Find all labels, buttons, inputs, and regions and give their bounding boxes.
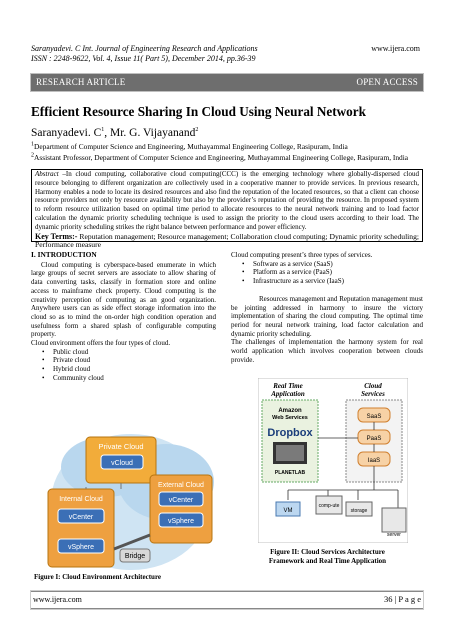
- running-header: Saranyadevi. C Int. Journal of Engineeri…: [31, 44, 258, 64]
- list-item: Software as a service (SaaS): [231, 260, 423, 269]
- paper-title: Efficient Resource Sharing In Cloud Usin…: [31, 104, 366, 119]
- cloud-types-intro: Cloud environment offers the four types …: [31, 339, 171, 348]
- real-time-label-line1: Real Time: [272, 382, 302, 390]
- list-item: Community cloud: [31, 374, 216, 383]
- left-column: I. INTRODUCTION Cloud computing is cyber…: [31, 250, 216, 383]
- abstract-text: –In cloud computing, collaborative cloud…: [35, 170, 419, 231]
- list-item: Platform as a service (PaaS): [231, 268, 423, 277]
- affiliation-2-mark: 2: [31, 152, 34, 159]
- vcenter-internal-label: vCenter: [69, 514, 94, 521]
- intro-paragraph: Cloud computing is cyberspace-based enum…: [31, 260, 216, 339]
- planetlab-logo: PLANETLAB: [275, 470, 306, 476]
- vm-label: VM: [284, 508, 293, 514]
- right-column: Cloud computing present’s three types of…: [231, 251, 423, 364]
- figure-1-caption: Figure I: Cloud Environment Architecture: [34, 573, 162, 581]
- affiliation-1-mark: 1: [31, 141, 34, 148]
- affiliations: 1Department of Computer Science and Engi…: [31, 142, 423, 163]
- figure-2-caption: Figure II: Cloud Services Architecture F…: [240, 548, 415, 566]
- paas-label: PaaS: [367, 436, 382, 442]
- vcenter-external-label: vCenter: [169, 497, 194, 504]
- figure-2-caption-line2: Framework and Real Time Application: [268, 557, 387, 565]
- dropbox-logo: Dropbox: [267, 427, 313, 439]
- internal-cloud-label: Internal Cloud: [59, 496, 103, 503]
- storage-label: storage: [351, 508, 368, 514]
- author-1-mark: 1: [101, 127, 105, 134]
- cloud-environment-figure: Private Cloud vCloud External Cloud vCen…: [47, 434, 214, 570]
- vcloud-label: vCloud: [111, 460, 133, 467]
- management-paragraph: Resources management and Reputation mana…: [231, 294, 423, 338]
- affiliation-2-text: Assistant Professor, Department of Compu…: [34, 152, 409, 162]
- cloud-services-label-line2: Services: [361, 390, 385, 398]
- key-terms-label: Key Terms:-: [35, 231, 78, 241]
- article-type-banner: RESEARCH ARTICLE OPEN ACCESS: [31, 74, 423, 91]
- journal-citation: Saranyadevi. C Int. Journal of Engineeri…: [31, 44, 258, 53]
- external-cloud-label: External Cloud: [158, 482, 204, 489]
- section-heading-introduction: I. INTRODUCTION: [31, 250, 97, 259]
- vsphere-internal-label: vSphere: [68, 544, 94, 551]
- list-item: Public cloud: [31, 348, 216, 357]
- issn-line: ISSN : 2248-9622, Vol. 4, Issue 11( Part…: [31, 54, 256, 63]
- cloud-services-figure: Real Time Application Cloud Services Ama…: [258, 378, 408, 543]
- list-item: Hybrid cloud: [31, 365, 216, 374]
- figure-2-caption-line1: Figure II: Cloud Services Architecture: [270, 548, 385, 556]
- compute-label: comp-ute: [319, 503, 340, 509]
- cloud-services-label-line1: Cloud: [364, 382, 382, 390]
- key-terms-text: Reputation management; Resource manageme…: [35, 231, 419, 250]
- affiliation-2: 2Assistant Professor, Department of Comp…: [31, 152, 423, 164]
- author-2: , Mr. G. Vijayanand: [104, 127, 196, 139]
- footer-website: www.ijera.com: [33, 595, 82, 604]
- page-number: 36 | P a g e: [383, 594, 421, 604]
- real-time-app-box: [261, 399, 319, 483]
- services-intro: Cloud computing present’s three types of…: [231, 251, 373, 259]
- open-access-label: OPEN ACCESS: [356, 77, 418, 87]
- list-item: Private cloud: [31, 356, 216, 365]
- challenges-paragraph: The challenges of implementation the har…: [231, 338, 423, 364]
- vsphere-external-label: vSphere: [168, 518, 194, 525]
- abstract-label: Abstract: [35, 170, 59, 178]
- author-line: Saranyadevi. C1, Mr. G. Vijayanand2: [31, 127, 198, 140]
- amazon-label-line2: Web Services: [272, 415, 308, 421]
- saas-label: SaaS: [367, 414, 382, 420]
- research-article-label: RESEARCH ARTICLE: [36, 77, 126, 87]
- server-label: server: [387, 532, 401, 538]
- service-types-list: Software as a service (SaaS) Platform as…: [231, 260, 423, 286]
- page-footer: www.ijera.com 36 | P a g e: [31, 591, 423, 609]
- author-2-mark: 2: [195, 127, 199, 134]
- affiliation-1: 1Department of Computer Science and Engi…: [31, 142, 423, 153]
- private-cloud-label: Private Cloud: [98, 442, 143, 451]
- affiliation-1-text: Department of Computer Science and Engin…: [34, 142, 348, 151]
- header-website: www.ijera.com: [371, 44, 420, 53]
- real-time-label-line2: Application: [270, 390, 305, 398]
- amazon-label-line1: Amazon: [278, 408, 302, 414]
- cloud-types-list: Public cloud Private cloud Hybrid cloud …: [31, 348, 216, 383]
- iaas-label: IaaS: [368, 458, 380, 464]
- list-item: Infrastructure as a service (IaaS): [231, 277, 423, 286]
- abstract-box: Abstract –In cloud computing, collaborat…: [31, 169, 423, 249]
- bridge-label: Bridge: [125, 553, 145, 560]
- author-1: Saranyadevi. C: [31, 127, 102, 139]
